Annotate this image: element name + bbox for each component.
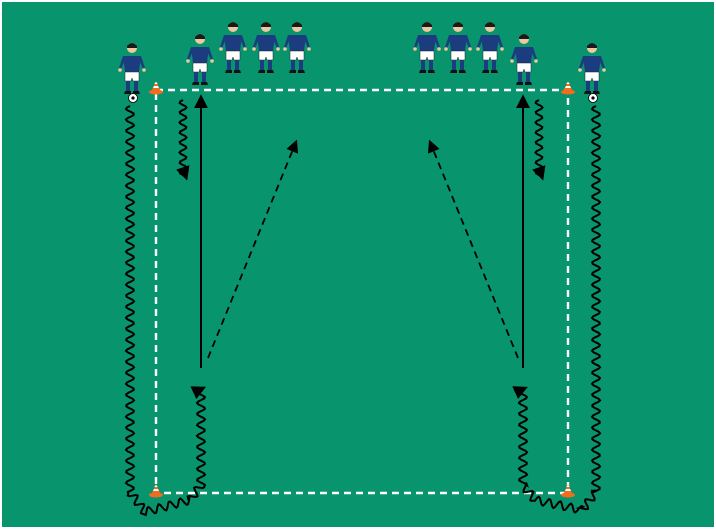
ball-right: [589, 94, 598, 103]
ball-left: [129, 94, 138, 103]
